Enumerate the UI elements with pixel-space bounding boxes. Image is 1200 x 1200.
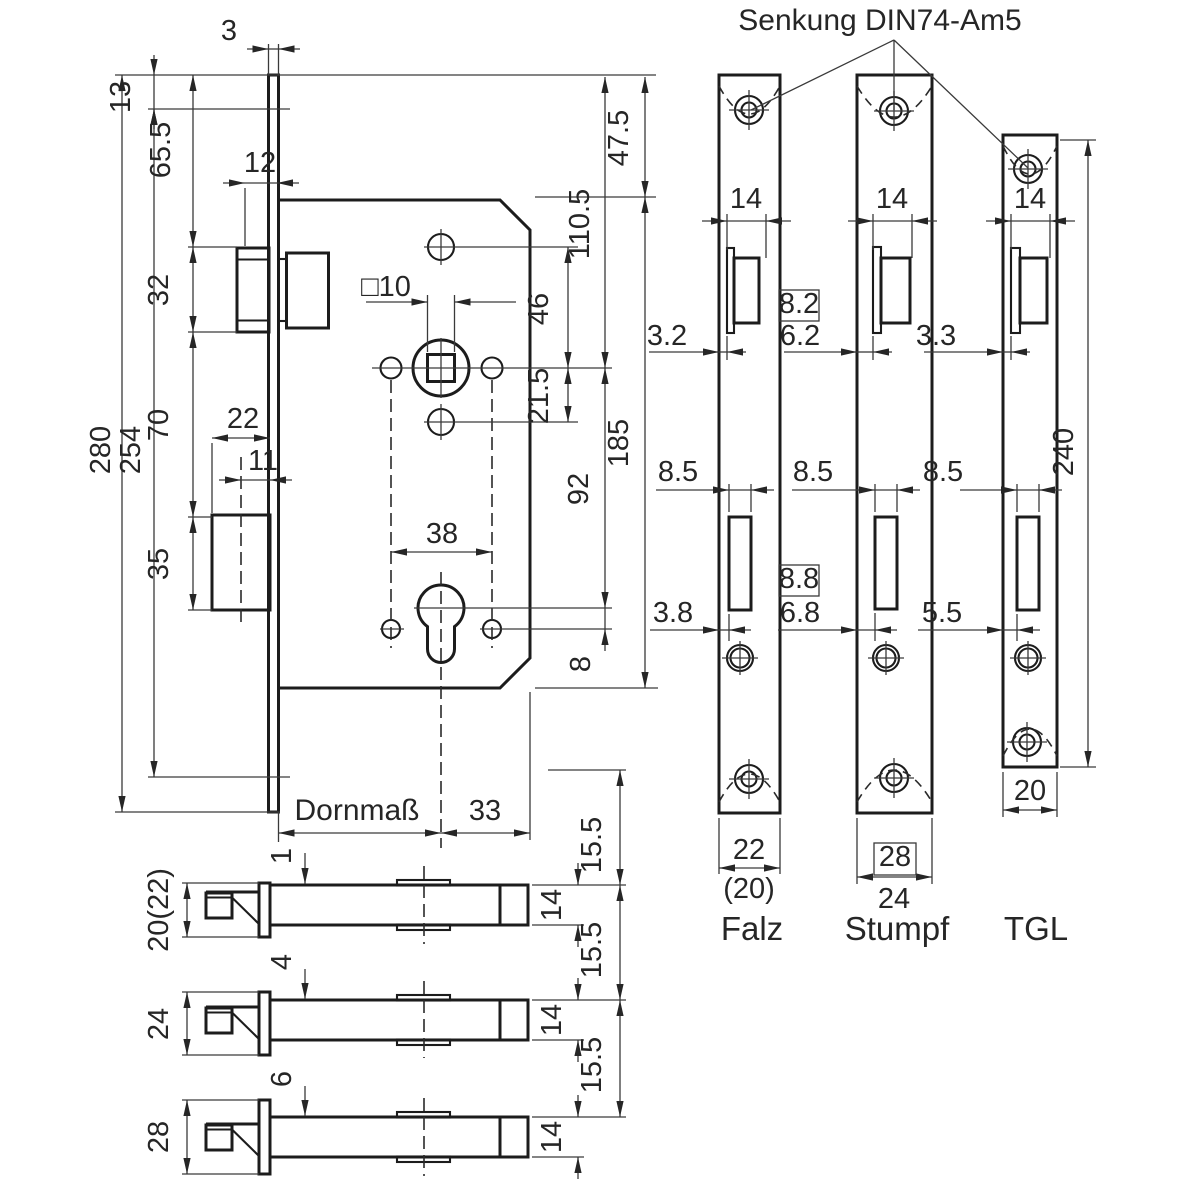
deadbolt-slot-tgl [1015,515,1041,612]
dim-24-row: 24 [143,1008,175,1040]
row3-plate-bar [257,1098,272,1176]
dim-14-stumpf: 14 [876,183,908,215]
dim-14-tgl: 14 [1014,183,1046,215]
dim-35: 35 [143,548,175,580]
dim-3-2: 3.2 [647,320,687,352]
row3-latch-body [268,1115,530,1159]
dim-8: 8 [565,656,597,672]
label-tgl: TGL [1004,910,1068,947]
dim-14-row2: 14 [536,1004,568,1036]
deadbolt-slot-stumpf [873,515,899,611]
dim-square-10: □10 [361,271,411,303]
dim-28-boxed: 28 [879,841,911,873]
dim-20-22: 20(22) [143,868,175,952]
dim-6: 6 [266,1071,298,1087]
label-stumpf: Stumpf [845,910,950,947]
latch-head-stumpf [879,256,912,325]
dim-240: 240 [1048,428,1080,476]
latch-head-tgl [1018,256,1049,325]
dim-6-8: 6.8 [780,597,820,629]
row2-latch-body [268,998,530,1042]
dim-6-2: 6.2 [780,320,820,352]
dim-3-3: 3.3 [916,320,956,352]
dim-12: 12 [244,147,276,179]
deadbolt-slot-falz [727,515,753,612]
dim-47-5: 47.5 [603,110,635,166]
dim-8-2-boxed: 8.2 [779,288,819,320]
dim-4: 4 [266,954,298,970]
dim-14-row1: 14 [536,889,568,921]
dimension-texts: Senkung DIN74-Am5 3 13 65.5 12 32 280 25… [85,4,1080,1153]
dim-15-5-row1: 15.5 [576,817,608,873]
dim-32: 32 [143,274,175,306]
dim-8-5-tgl: 8.5 [923,456,963,488]
dim-3: 3 [221,15,237,47]
dim-13: 13 [105,81,137,113]
latch-bolt-body [285,251,330,330]
dim-boxes [778,289,917,876]
latch-bolt-head [235,246,271,334]
dim-14-falz: 14 [730,183,762,215]
dim-92: 92 [563,473,595,505]
dim-backset-label: Dornmaß [294,794,419,827]
dim-20-alt-falz: (20) [723,873,775,905]
dim-28-row: 28 [143,1121,175,1153]
row1-latch-body [268,883,530,927]
dim-33: 33 [469,795,501,827]
extension-lines [115,39,1096,1175]
dim-8-5-falz: 8.5 [658,456,698,488]
dim-185: 185 [603,419,635,467]
dim-14-row3: 14 [536,1121,568,1153]
dim-254: 254 [115,426,147,474]
dim-21-5: 21.5 [523,368,555,424]
latch-head-falz [732,256,761,325]
plate-tgl [1001,133,1059,769]
row2-plate-bar [257,990,272,1057]
plate-falz [717,73,782,815]
dim-22-falz: 22 [733,834,765,866]
dim-38: 38 [426,518,458,550]
dim-3-8: 3.8 [653,597,693,629]
dim-280: 280 [85,426,117,474]
dim-46: 46 [523,293,555,325]
dim-8-5-stumpf: 8.5 [793,456,833,488]
dim-24-stumpf: 24 [878,883,910,915]
dim-15-5-row3: 15.5 [576,1037,608,1093]
dim-8-8-boxed: 8.8 [779,563,819,595]
dimension-lines [118,45,1092,1179]
row1-plate-bar [257,881,272,939]
dim-15-5-row2: 15.5 [576,922,608,978]
dim-20-tgl: 20 [1014,775,1046,807]
faceplate-front [267,73,280,814]
center-lines [240,380,493,1176]
dim-11: 11 [248,445,278,477]
senkung-note: Senkung DIN74-Am5 [738,4,1021,37]
dim-65-5: 65.5 [145,122,177,178]
dim-110-5: 110.5 [564,189,596,259]
lock-case [278,198,532,690]
label-falz: Falz [721,910,783,947]
dim-70: 70 [143,409,175,441]
dim-22: 22 [227,403,259,435]
dim-5-5: 5.5 [922,597,962,629]
detail-lines [206,94,1044,1164]
dim-1: 1 [266,848,298,864]
